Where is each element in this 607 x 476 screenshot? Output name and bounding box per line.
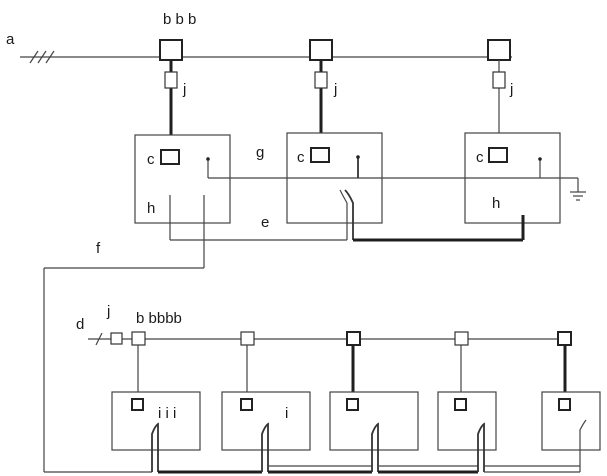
- upper-h-wiring: [169, 189, 525, 242]
- label-bbbbb: b bbbb: [136, 310, 182, 327]
- lower-connector-3: [346, 331, 361, 346]
- label-a: a: [6, 31, 15, 48]
- label-j-2: j: [333, 81, 337, 98]
- fuse-j-1: [164, 71, 178, 89]
- label-j-1: j: [182, 81, 186, 98]
- upper-connector-3: [487, 39, 511, 61]
- lower-connector-1: [131, 331, 146, 346]
- lower-inner-connector-3: [346, 398, 359, 411]
- label-i: i: [285, 405, 288, 422]
- lower-inner-connector-5: [558, 398, 571, 411]
- label-f: f: [96, 240, 101, 257]
- upper-module-1: [134, 134, 231, 224]
- fuse-j-3: [492, 71, 506, 89]
- label-h-2: h: [492, 195, 500, 212]
- lower-module-3: [329, 391, 419, 451]
- upper-connector-1: [159, 39, 183, 61]
- lower-module-2: [221, 391, 311, 451]
- fuse-j-4: [110, 332, 123, 345]
- label-c-3: c: [476, 149, 484, 166]
- label-j-4: j: [106, 303, 110, 320]
- label-iii: i i i: [158, 405, 176, 422]
- fuse-j-2: [314, 71, 328, 89]
- lower-connector-4: [454, 331, 469, 346]
- ground-line: [206, 155, 578, 179]
- label-j-3: j: [509, 81, 513, 98]
- upper-connector-2: [309, 39, 333, 61]
- label-bbb: b b b: [163, 11, 196, 28]
- lower-inner-connector-1: [131, 398, 144, 411]
- lower-connector-5: [557, 331, 572, 346]
- lower-inner-connector-2: [240, 398, 253, 411]
- label-g: g: [256, 144, 264, 161]
- f-line: [43, 195, 205, 473]
- module-connector-c-1: [160, 149, 180, 165]
- lower-inner-connector-4: [454, 398, 467, 411]
- label-h-1: h: [147, 200, 155, 217]
- module-connector-c-2: [310, 147, 330, 163]
- label-d: d: [76, 316, 84, 333]
- lower-bottom-wiring: [151, 419, 587, 474]
- label-c-2: c: [297, 149, 305, 166]
- upper-bus: [20, 50, 512, 64]
- label-e: e: [261, 214, 269, 231]
- lower-bus: [88, 332, 568, 346]
- lower-connector-2: [240, 331, 255, 346]
- label-c-1: c: [147, 151, 155, 168]
- lower-module-1: [111, 391, 201, 451]
- module-connector-c-3: [488, 147, 508, 163]
- ground-icon: [570, 178, 586, 201]
